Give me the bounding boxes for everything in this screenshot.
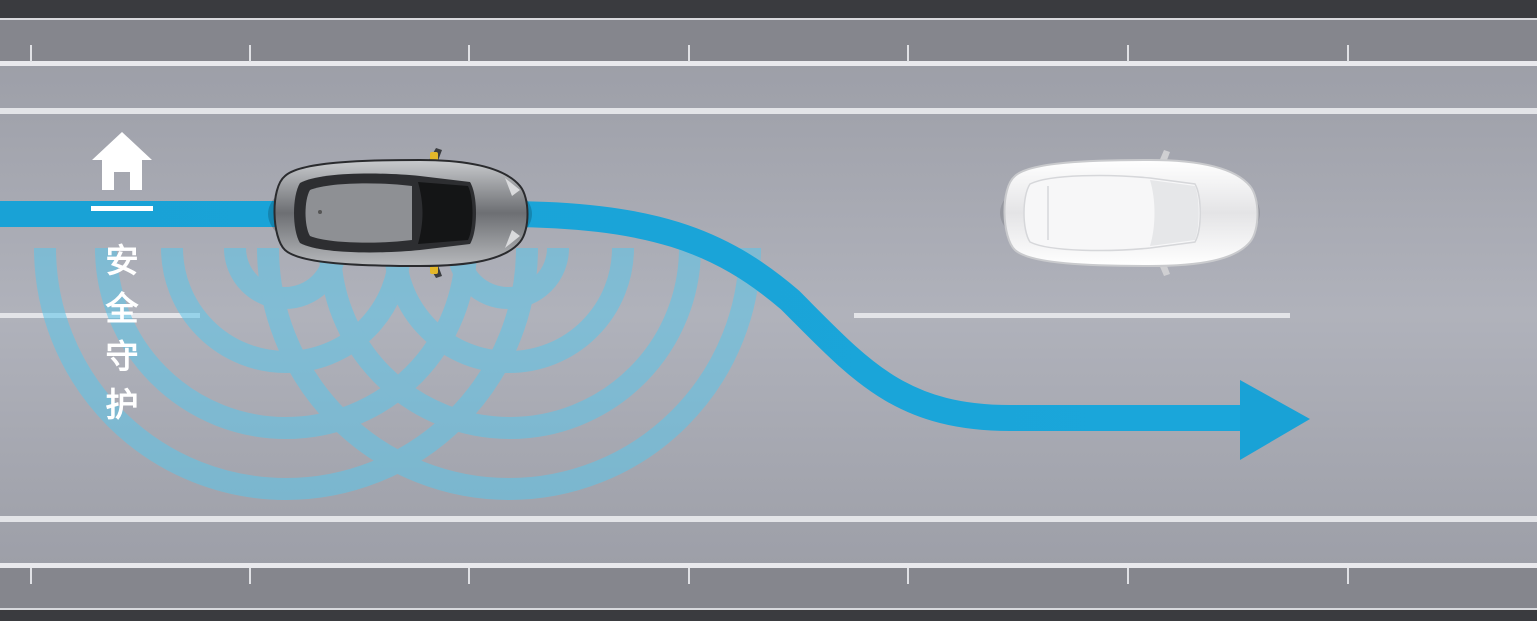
- road-edge-top: [0, 0, 1537, 18]
- label-char: 护: [106, 381, 139, 429]
- road-boundary-top: [0, 61, 1537, 66]
- label-char: 安: [106, 237, 139, 285]
- lane-line-lower: [0, 516, 1537, 522]
- label-char: 守: [106, 333, 139, 381]
- home-icon: [90, 128, 154, 192]
- shoulder-bottom: [0, 565, 1537, 609]
- safety-protection-label: 安 全 守 护: [86, 128, 158, 429]
- lead-car: [1000, 150, 1260, 276]
- label-char: 全: [106, 285, 139, 333]
- label-underline: [91, 206, 153, 211]
- road-boundary-bottom: [0, 563, 1537, 568]
- center-dash: [854, 313, 1290, 318]
- label-text: 安 全 守 护: [106, 237, 139, 429]
- lane-line-upper: [0, 108, 1537, 114]
- road-edge-bottom: [0, 611, 1537, 621]
- shoulder-top: [0, 20, 1537, 64]
